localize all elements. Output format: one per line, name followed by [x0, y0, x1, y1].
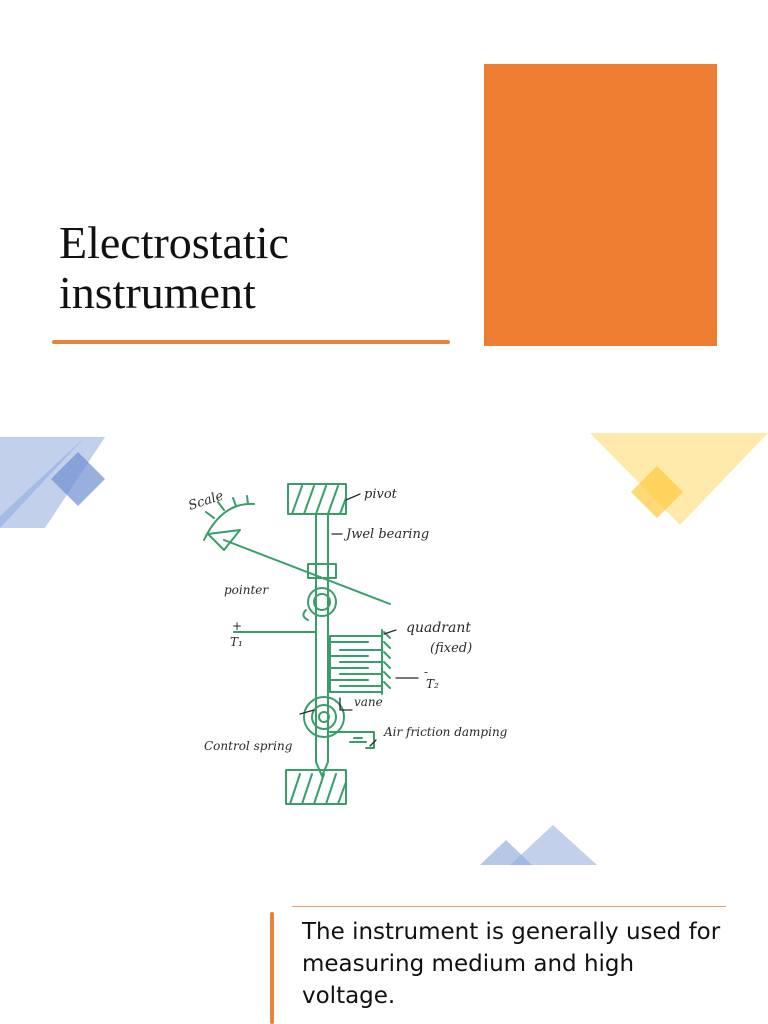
scale-arc — [203, 502, 255, 541]
label-pivot: pivot — [364, 487, 398, 502]
blue-triangle-bottom-small — [480, 840, 532, 865]
orange-accent-block — [484, 64, 717, 346]
vane — [327, 641, 369, 681]
label-vane: vane — [354, 695, 383, 709]
quadrant-plates — [329, 629, 383, 695]
yellow-triangle-large — [590, 433, 768, 525]
blue-diamond-large-2 — [0, 437, 105, 528]
blue-triangle-bottom-large — [510, 825, 597, 865]
label-pointer: pointer — [224, 583, 269, 597]
label-control-spring: Control spring — [204, 739, 293, 753]
yellow-diamond-small — [631, 466, 683, 518]
caption-text: The instrument is generally used for mea… — [302, 919, 721, 1009]
label-t2: T₂ — [426, 677, 439, 691]
label-minus: - — [424, 665, 428, 679]
jewel-bearing — [307, 563, 337, 579]
slide-title-line1: Electrostatic — [59, 217, 289, 268]
title-underline — [52, 340, 450, 344]
slide-title-line2: instrument — [59, 267, 256, 318]
blue-diamond-large — [0, 437, 85, 528]
label-plus: + — [232, 619, 242, 633]
label-air-friction-damping: Air friction damping — [383, 725, 508, 739]
label-t1: T₁ — [230, 635, 243, 649]
bottom-support — [285, 769, 347, 805]
damping-chamber — [329, 731, 375, 749]
lower-spring — [303, 696, 345, 738]
caption-box — [292, 906, 726, 1024]
electrostatic-instrument-diagram: Scale pivot Jwel bearing pointer quadran… — [187, 483, 508, 805]
label-quadrant: quadrant — [406, 620, 471, 636]
label-fixed: (fixed) — [430, 641, 472, 656]
blue-diamond-small — [51, 452, 105, 506]
upper-spring — [307, 587, 337, 617]
label-jewel-bearing: Jwel bearing — [343, 527, 429, 542]
slide-title: Electrostatic instrument — [59, 218, 459, 318]
pointer-line — [223, 539, 391, 605]
caption-accent-bar — [270, 912, 274, 1024]
label-scale: Scale — [187, 488, 226, 513]
